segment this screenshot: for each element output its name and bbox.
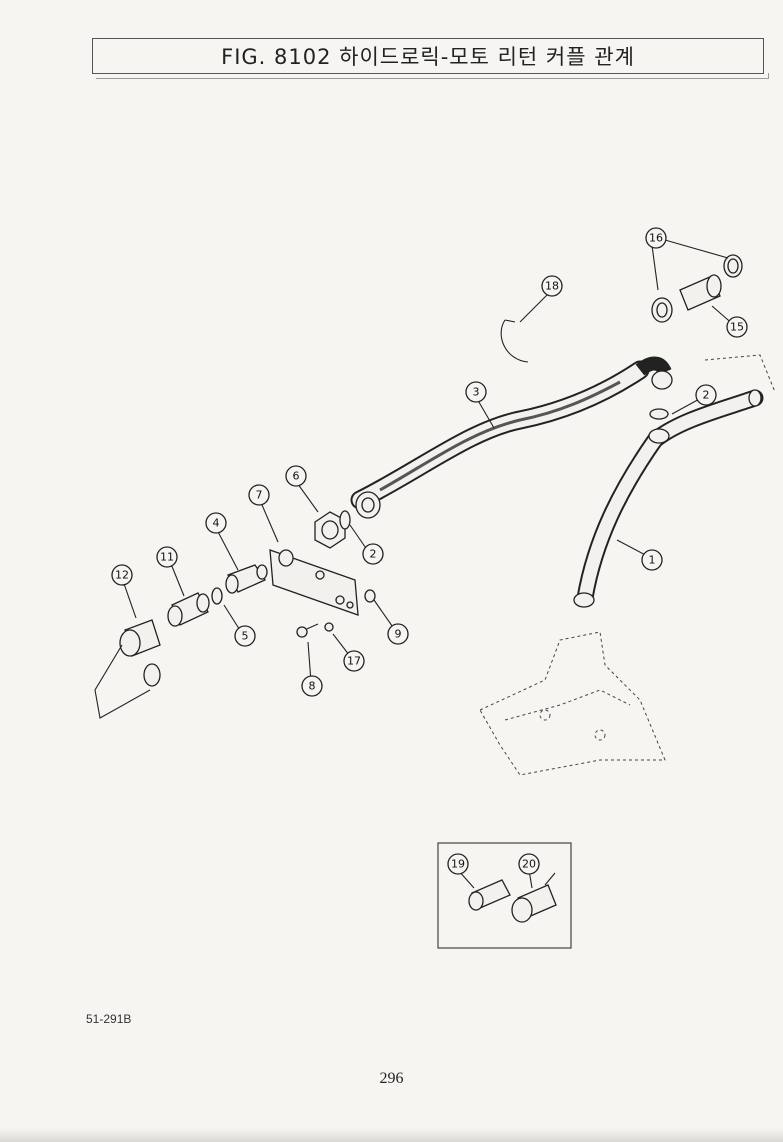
coupler-adapter bbox=[225, 564, 268, 594]
svg-text:7: 7 bbox=[256, 489, 263, 502]
callout-18: 18 bbox=[541, 275, 563, 297]
callout-9: 9 bbox=[387, 623, 409, 645]
callout-16: 16 bbox=[645, 227, 667, 249]
page-number: 296 bbox=[379, 1070, 404, 1087]
callout-4: 4 bbox=[205, 512, 227, 534]
svg-text:3: 3 bbox=[473, 386, 480, 399]
figure-title: FIG. 8102 하이드로릭-모토 리턴 커플 관계 bbox=[92, 38, 769, 79]
hose-clip bbox=[500, 319, 529, 363]
valve-body-outline bbox=[479, 631, 666, 776]
figure-code: 51-291B bbox=[86, 1012, 132, 1026]
callout-3: 3 bbox=[465, 381, 487, 403]
svg-text:17: 17 bbox=[347, 655, 361, 668]
callout-1: 1 bbox=[641, 549, 663, 571]
callout-2-middle: 2 bbox=[362, 543, 384, 565]
svg-text:16: 16 bbox=[649, 232, 663, 245]
washer bbox=[324, 622, 334, 632]
callout-6: 6 bbox=[285, 465, 307, 487]
svg-text:1: 1 bbox=[649, 554, 656, 567]
callout-11: 11 bbox=[156, 546, 178, 568]
mounting-plate bbox=[269, 549, 359, 616]
quick-coupler bbox=[167, 592, 210, 627]
svg-text:19: 19 bbox=[451, 858, 465, 871]
callout-17: 17 bbox=[343, 650, 365, 672]
dust-cap bbox=[94, 619, 161, 719]
svg-text:6: 6 bbox=[293, 470, 300, 483]
hose-sleeve-and-clamps bbox=[651, 254, 743, 323]
svg-text:18: 18 bbox=[545, 280, 559, 293]
svg-text:5: 5 bbox=[242, 630, 249, 643]
bolt bbox=[296, 623, 319, 638]
callout-15: 15 bbox=[726, 316, 748, 338]
return-hose bbox=[350, 356, 673, 519]
callout-20: 20 bbox=[518, 853, 540, 875]
o-ring-small bbox=[211, 587, 223, 605]
callout-5: 5 bbox=[234, 625, 256, 647]
inset-box bbox=[437, 842, 572, 949]
svg-text:4: 4 bbox=[213, 517, 220, 530]
callout-2-upper: 2 bbox=[695, 384, 717, 406]
callout-7: 7 bbox=[248, 484, 270, 506]
svg-text:11: 11 bbox=[160, 551, 174, 564]
return-tube bbox=[573, 354, 776, 608]
o-ring-middle bbox=[339, 510, 351, 530]
fitting-nut bbox=[314, 511, 346, 549]
svg-text:9: 9 bbox=[395, 628, 402, 641]
callout-19: 19 bbox=[447, 853, 469, 875]
svg-text:12: 12 bbox=[115, 569, 129, 582]
svg-text:2: 2 bbox=[703, 389, 710, 402]
scan-edge bbox=[0, 1128, 783, 1142]
svg-text:15: 15 bbox=[730, 321, 744, 334]
svg-text:2: 2 bbox=[370, 548, 377, 561]
callout-12: 12 bbox=[111, 564, 133, 586]
svg-text:20: 20 bbox=[522, 858, 536, 871]
callout-8: 8 bbox=[301, 675, 323, 697]
figure-title-text: FIG. 8102 하이드로릭-모토 리턴 커플 관계 bbox=[221, 45, 635, 69]
lock-nut bbox=[364, 589, 376, 603]
o-ring-upper bbox=[649, 408, 669, 420]
svg-text:8: 8 bbox=[309, 680, 316, 693]
